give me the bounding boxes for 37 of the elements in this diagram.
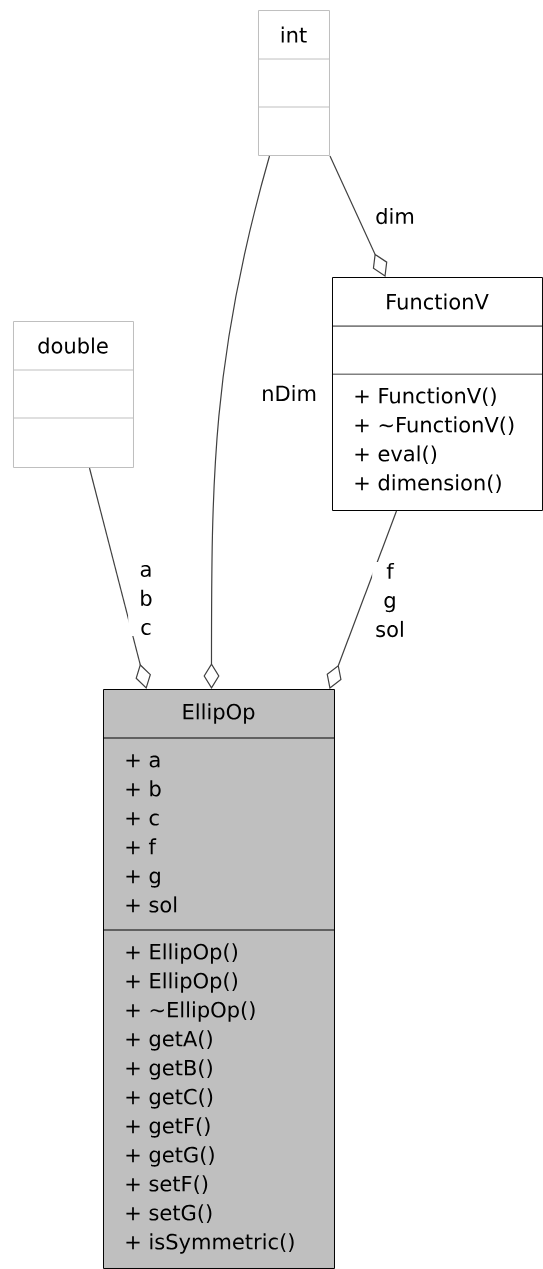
member-text: + a [126, 754, 160, 768]
class-box [12, 321, 134, 468]
edge-label: f g sol [372, 561, 408, 639]
edge-label: nDim [260, 384, 316, 402]
member-text: + getA() [126, 1030, 212, 1051]
member-text: + dimension() [355, 474, 501, 494]
class-name: FunctionV [387, 293, 489, 310]
member-text: + c [126, 812, 159, 826]
member-text: + EllipOp() [126, 943, 237, 964]
edge-label: a b c [128, 564, 164, 637]
member-text: + getG() [126, 1146, 214, 1167]
member-text: + getC() [126, 1088, 213, 1109]
member-text: + setF() [126, 1175, 208, 1195]
member-text: + setG() [126, 1204, 212, 1224]
aggregation-connector [329, 155, 388, 277]
member-text: + ~EllipOp() [126, 1001, 255, 1022]
member-text: + getF() [126, 1117, 210, 1138]
class-box [257, 10, 330, 156]
aggregation-connector [326, 510, 398, 689]
class-name: EllipOp [183, 703, 255, 724]
member-text: + getB() [126, 1059, 212, 1080]
edge-label: dim [374, 206, 414, 226]
member-text: + FunctionV() [355, 387, 496, 407]
member-text: + f [126, 838, 157, 855]
class-name: int [281, 26, 307, 43]
aggregation-connector [88, 467, 151, 689]
member-text: + ~FunctionV() [355, 416, 514, 436]
member-text: + b [126, 780, 161, 797]
member-text: + eval() [355, 445, 437, 465]
member-text: + g [126, 870, 160, 888]
member-text: + isSymmetric() [126, 1233, 294, 1254]
member-text: + EllipOp() [126, 972, 237, 993]
class-box [102, 689, 335, 1269]
aggregation-connector [203, 155, 271, 689]
class-name: double [38, 337, 108, 354]
class-box [331, 277, 543, 511]
member-text: + sol [126, 896, 177, 913]
